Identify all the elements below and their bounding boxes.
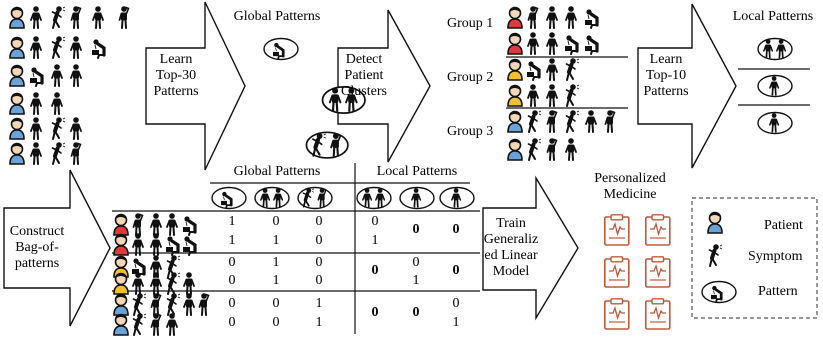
table-cell: 0 [272,315,280,330]
table-cell: 0 [371,305,379,320]
arrow-text-line: Top-30 [155,68,197,83]
table-cell: 1 [272,255,280,270]
arrow-text-line: Top-10 [645,68,687,83]
arrow-text-line: Patterns [153,84,199,99]
legend-patient-label: Patient [764,218,803,233]
legend [691,197,818,319]
arrow-text-line: Construct [9,224,65,239]
table-cell: 0 [412,305,420,320]
table-cell: 0 [452,296,460,311]
title-line: Medicine [603,187,657,202]
table-cell: 0 [315,273,323,288]
arrow-text-line: Train [496,216,526,231]
table-cell: 0 [228,296,236,311]
arrow-text-line: ed Linear [484,248,538,263]
arrow-learn-top30 [145,1,246,171]
group-1-label: Group 1 [447,16,494,31]
table-cell: 0 [452,263,460,278]
arrow-learn-top30-label: Learn Top-30 Patterns [146,52,206,100]
arrow-text-line: Detect [345,52,383,67]
personalized-medicine-title: Personalized Medicine [578,171,682,203]
group-3-label: Group 3 [447,124,494,139]
local-patterns-title: Local Patterns [732,9,814,24]
table-cell: 0 [228,315,236,330]
personalized-medicine-clipboards [603,214,671,330]
table-cell: 1 [452,315,460,330]
table-cell: 0 [452,222,460,237]
table-cell: 1 [228,214,236,229]
arrow-detect-clusters-label: Detect Patient Clusters [338,52,390,100]
table-cell: 0 [412,255,420,270]
table-cell: 1 [315,315,323,330]
table-global-header: Global Patterns [233,164,321,179]
arrow-construct-bop [3,169,111,327]
table-cell: 0 [315,233,323,248]
table-local-header: Local Patterns [376,164,458,179]
table-cell: 1 [272,233,280,248]
arrow-detect-clusters [337,9,431,163]
table-cell: 1 [371,233,379,248]
global-patterns-title: Global Patterns [233,9,321,24]
local-patterns-icons [738,39,810,134]
table-cell: 0 [371,263,379,278]
patient-cohort [9,4,130,166]
arrow-text-line: Learn [159,52,193,67]
arrow-text-line: patterns [14,256,60,271]
bag-of-patterns-table [112,163,480,337]
arrow-text-line: Generaliz [483,232,539,247]
table-cell: 0 [272,296,280,311]
title-line: Personalized [594,171,666,186]
arrow-text-line: Clusters [341,84,387,99]
table-cell: 0 [228,273,236,288]
table-cell: 0 [412,222,420,237]
table-cell: 0 [228,255,236,270]
table-cell: 1 [272,273,280,288]
arrow-text-line: Bag-of- [15,240,59,255]
table-cell: 1 [315,296,323,311]
legend-symptom-label: Symptom [748,249,803,264]
cluster-groups [506,5,628,162]
arrow-construct-bop-label: Construct Bag-of- patterns [2,224,72,272]
arrow-text-line: Learn [649,52,683,67]
table-cell: 0 [315,214,323,229]
table-cell: 0 [315,255,323,270]
arrow-train-glm [482,175,579,321]
arrow-learn-top10 [637,3,737,169]
table-cell: 0 [371,214,379,229]
legend-pattern-label: Pattern [758,284,798,299]
arrow-text-line: Model [492,264,530,279]
table-cell: 0 [272,214,280,229]
arrow-text-line: Patterns [643,84,689,99]
arrow-text-line: Patient [344,68,384,83]
table-cell: 1 [412,273,420,288]
table-cell: 1 [228,233,236,248]
group-2-label: Group 2 [447,70,494,85]
arrow-learn-top10-label: Learn Top-10 Patterns [638,52,694,100]
arrow-train-glm-label: Train Generaliz ed Linear Model [481,216,541,280]
